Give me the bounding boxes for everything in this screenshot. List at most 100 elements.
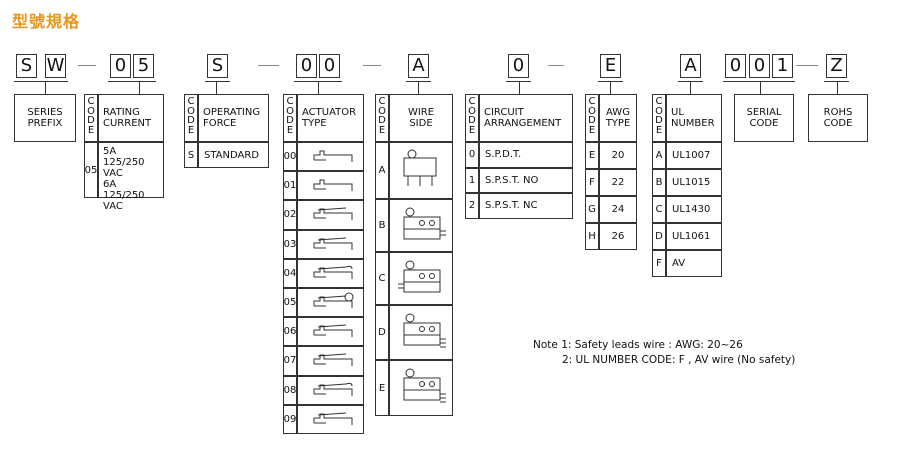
separator-dash	[796, 65, 818, 67]
actuator-sketch	[313, 265, 353, 279]
actuator-code: 03	[283, 229, 297, 259]
circuit-arrangement-header: CIRCUIT ARRANGEMENT	[479, 94, 573, 142]
code-char-box: 0	[749, 54, 770, 78]
ul-value: UL1061	[666, 223, 722, 250]
operating-force-header-label: OPERATING FORCE	[203, 107, 261, 129]
actuator-code: 07	[283, 346, 297, 376]
wire-sketch	[403, 207, 446, 240]
circuit-value: S.P.S.T. NC	[479, 193, 573, 219]
code-char-box: S	[16, 54, 37, 78]
circuit-code: 2	[465, 193, 479, 219]
force-code: S	[184, 142, 198, 168]
code-column: CODE	[375, 94, 389, 142]
connector-line	[519, 81, 520, 94]
actuator-code: 06	[283, 317, 297, 347]
actuator-code: 01	[283, 171, 297, 201]
actuator-sketch	[313, 412, 353, 425]
rating-code: 05	[84, 142, 98, 198]
code-char-box: A	[680, 54, 701, 78]
wire-code: A	[375, 142, 389, 199]
actuator-code: 02	[283, 200, 297, 230]
wire-code: B	[375, 199, 389, 252]
ul-code: B	[652, 169, 666, 196]
code-char-box: Z	[826, 54, 847, 78]
wire-sketch	[403, 313, 446, 348]
wire-sketch	[403, 149, 437, 186]
code-char-box: S	[207, 54, 228, 78]
actuator-sketch	[313, 292, 354, 308]
actuator-sketch	[313, 382, 353, 396]
code-char-box: 1	[772, 54, 793, 78]
actuator-drawing	[297, 288, 364, 318]
actuator-type-header-label: ACTUATOR TYPE	[302, 107, 357, 129]
rohs-code-header-label: ROHS CODE	[823, 107, 853, 129]
awg-type-header: AWG TYPE	[599, 94, 637, 142]
ul-number-header-label: UL NUMBER	[671, 107, 715, 129]
code-char-box: 0	[319, 54, 340, 78]
note-line-2: 2: UL NUMBER CODE: F , AV wire (No safet…	[562, 354, 796, 366]
actuator-sketch	[313, 207, 353, 221]
actuator-code: 04	[283, 258, 297, 288]
group-underline	[205, 81, 230, 82]
group-underline	[108, 81, 156, 82]
actuator-code: 00	[283, 142, 297, 172]
group-underline	[14, 81, 68, 82]
rating-current-header: RATING CURRENT	[98, 94, 164, 142]
ul-code: A	[652, 142, 666, 169]
awg-code: H	[585, 223, 599, 250]
group-underline	[723, 81, 795, 82]
code-char-box: A	[408, 54, 429, 78]
serial-code-header: SERIAL CODE	[734, 94, 794, 142]
separator-dash	[548, 65, 564, 67]
page-title: 型號規格	[12, 12, 81, 31]
wire-code: D	[375, 305, 389, 360]
connector-line	[139, 81, 140, 94]
actuator-sketch	[313, 237, 353, 250]
operating-force-header: OPERATING FORCE	[198, 94, 269, 142]
ul-code: D	[652, 223, 666, 250]
wire-side-header-label: WIRE SIDE	[407, 107, 435, 129]
wire-code: E	[375, 360, 389, 416]
code-char-box: W	[45, 54, 66, 78]
wire-drawing	[389, 360, 453, 416]
group-underline	[824, 81, 849, 82]
note-line-1: Note 1: Safety leads wire : AWG: 20~26	[533, 339, 743, 351]
circuit-arrangement-header-label: CIRCUIT ARRANGEMENT	[484, 107, 562, 129]
actuator-drawing	[297, 375, 364, 405]
code-column: CODE	[184, 94, 198, 142]
awg-value: 20	[599, 142, 637, 169]
ul-code: C	[652, 196, 666, 223]
ul-value: UL1430	[666, 196, 722, 223]
actuator-code: 09	[283, 404, 297, 434]
ul-value: AV	[666, 250, 722, 277]
awg-value: 24	[599, 196, 637, 223]
code-char-box: 5	[133, 54, 154, 78]
code-column: CODE	[84, 94, 98, 142]
wire-side-header: WIRE SIDE	[389, 94, 453, 142]
code-column: CODE	[283, 94, 297, 142]
wire-drawing	[389, 252, 453, 305]
awg-code: F	[585, 169, 599, 196]
actuator-drawing	[297, 317, 364, 347]
rohs-code-header: ROHS CODE	[808, 94, 868, 142]
wire-sketch	[398, 260, 441, 293]
group-underline	[506, 81, 531, 82]
code-char-box: E	[600, 54, 621, 78]
circuit-value: S.P.S.T. NO	[479, 167, 573, 193]
actuator-code: 05	[283, 288, 297, 318]
actuator-drawing	[297, 404, 364, 434]
code-column: CODE	[585, 94, 599, 142]
circuit-code: 0	[465, 142, 479, 168]
series-prefix-header-label: SERIES PREFIX	[27, 107, 63, 129]
wire-drawing	[389, 142, 453, 199]
actuator-drawing	[297, 258, 364, 288]
ul-code: F	[652, 250, 666, 277]
code-char-box: 0	[725, 54, 746, 78]
ul-number-header: UL NUMBER	[666, 94, 722, 142]
code-char-box: 0	[296, 54, 317, 78]
rating-current-header-label: RATING CURRENT	[103, 107, 152, 129]
force-value: STANDARD	[198, 142, 269, 168]
actuator-code: 08	[283, 375, 297, 405]
circuit-code: 1	[465, 167, 479, 193]
wire-drawing	[389, 199, 453, 252]
